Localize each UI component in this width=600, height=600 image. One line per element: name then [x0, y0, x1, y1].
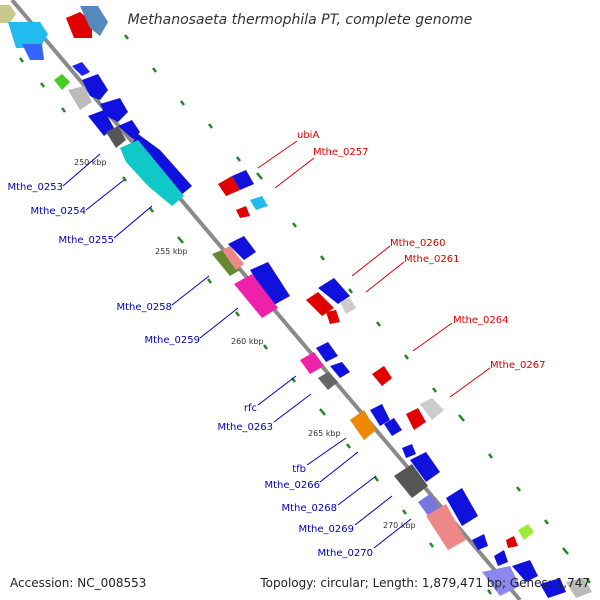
gene-label: tfb — [292, 464, 306, 475]
gene-arrow — [22, 44, 44, 60]
gene-arrow — [350, 410, 376, 440]
gene-arrow — [250, 262, 290, 306]
gene-arrow — [82, 74, 108, 100]
gene-label: Mthe_0264 — [453, 315, 509, 326]
gene-arrow — [518, 524, 534, 540]
gene-arrow — [72, 62, 90, 76]
gene-arrows — [0, 5, 592, 598]
gene-label: Mthe_0260 — [390, 238, 446, 249]
map-title: Methanosaeta thermophila PT, complete ge… — [128, 12, 473, 28]
gene-arrow — [372, 366, 392, 386]
gene-label: Mthe_0257 — [313, 147, 369, 158]
gene-arrow — [218, 176, 240, 196]
gene-arrow — [384, 418, 402, 436]
gene-arrow — [316, 342, 338, 362]
gene-arrow — [512, 560, 538, 582]
gene-label: rfc — [244, 403, 257, 414]
gene-arrow — [66, 12, 92, 38]
gene-arrow — [212, 250, 240, 276]
gene-arrow — [80, 6, 108, 36]
outer-dot-track — [19, 34, 591, 595]
gene-arrow — [330, 362, 350, 378]
accession-text: Accession: NC_008553 — [10, 576, 146, 590]
gene-arrow — [420, 398, 444, 420]
gene-arrow — [410, 452, 440, 482]
gene-arrow — [228, 236, 256, 260]
gene-arrow — [54, 74, 70, 90]
gene-label: Mthe_0253 — [8, 182, 64, 193]
gene-label: Mthe_0269 — [299, 524, 355, 535]
gene-label: Mthe_0270 — [318, 548, 374, 559]
gene-arrow — [566, 578, 592, 598]
gene-arrow — [472, 534, 488, 550]
gene-arrow — [306, 292, 334, 316]
genome-summary: Topology: circular; Length: 1,879,471 bp… — [259, 576, 590, 590]
gene-arrow — [236, 206, 250, 218]
tick-label: 265 kbp — [308, 429, 341, 438]
gene-arrow — [118, 120, 140, 140]
gene-arrow — [106, 126, 126, 148]
gene-label: Mthe_0258 — [117, 302, 173, 313]
gene-label: Mthe_0261 — [404, 254, 460, 265]
tick-label: 270 kbp — [383, 521, 416, 530]
gene-arrow — [318, 372, 338, 390]
red-gene-labels: ubiA Mthe_0257 Mthe_0260 Mthe_0261 Mthe_… — [257, 130, 546, 398]
gene-arrow — [0, 5, 16, 23]
gene-arrow — [234, 274, 278, 318]
gene-label: Mthe_0255 — [59, 235, 115, 246]
gene-arrow — [406, 408, 426, 430]
gene-arrow — [446, 488, 478, 526]
gene-arrow — [494, 550, 508, 566]
gene-arrow — [340, 298, 356, 314]
gene-label: Mthe_0268 — [282, 503, 338, 514]
gene-arrow — [222, 246, 244, 270]
gene-arrow — [68, 86, 92, 110]
gene-arrow — [300, 352, 324, 374]
gene-arrow — [120, 140, 184, 206]
gene-label: Mthe_0266 — [265, 480, 321, 491]
gene-arrow — [540, 578, 566, 598]
gene-arrow — [250, 196, 268, 210]
tick-label: 255 kbp — [155, 247, 188, 256]
gene-label: Mthe_0263 — [218, 422, 274, 433]
gene-arrow — [232, 170, 254, 190]
gene-arrow — [506, 536, 518, 548]
gene-arrow — [326, 310, 340, 324]
gene-arrow — [426, 504, 466, 550]
gene-label: Mthe_0267 — [490, 360, 546, 371]
blue-gene-labels: Mthe_0253 Mthe_0254 Mthe_0255 Mthe_0258 … — [8, 153, 412, 559]
gene-arrow — [318, 278, 350, 304]
gene-arrow — [370, 404, 390, 426]
gene-label: Mthe_0254 — [31, 206, 87, 217]
gene-arrow — [402, 444, 416, 458]
gene-arrow — [88, 110, 114, 136]
gene-label: Mthe_0259 — [145, 335, 201, 346]
tick-label: 260 kbp — [231, 337, 264, 346]
gene-arrow — [8, 22, 48, 48]
gene-arrow — [394, 464, 428, 498]
gene-arrow — [482, 566, 520, 596]
gene-label: ubiA — [297, 130, 319, 141]
